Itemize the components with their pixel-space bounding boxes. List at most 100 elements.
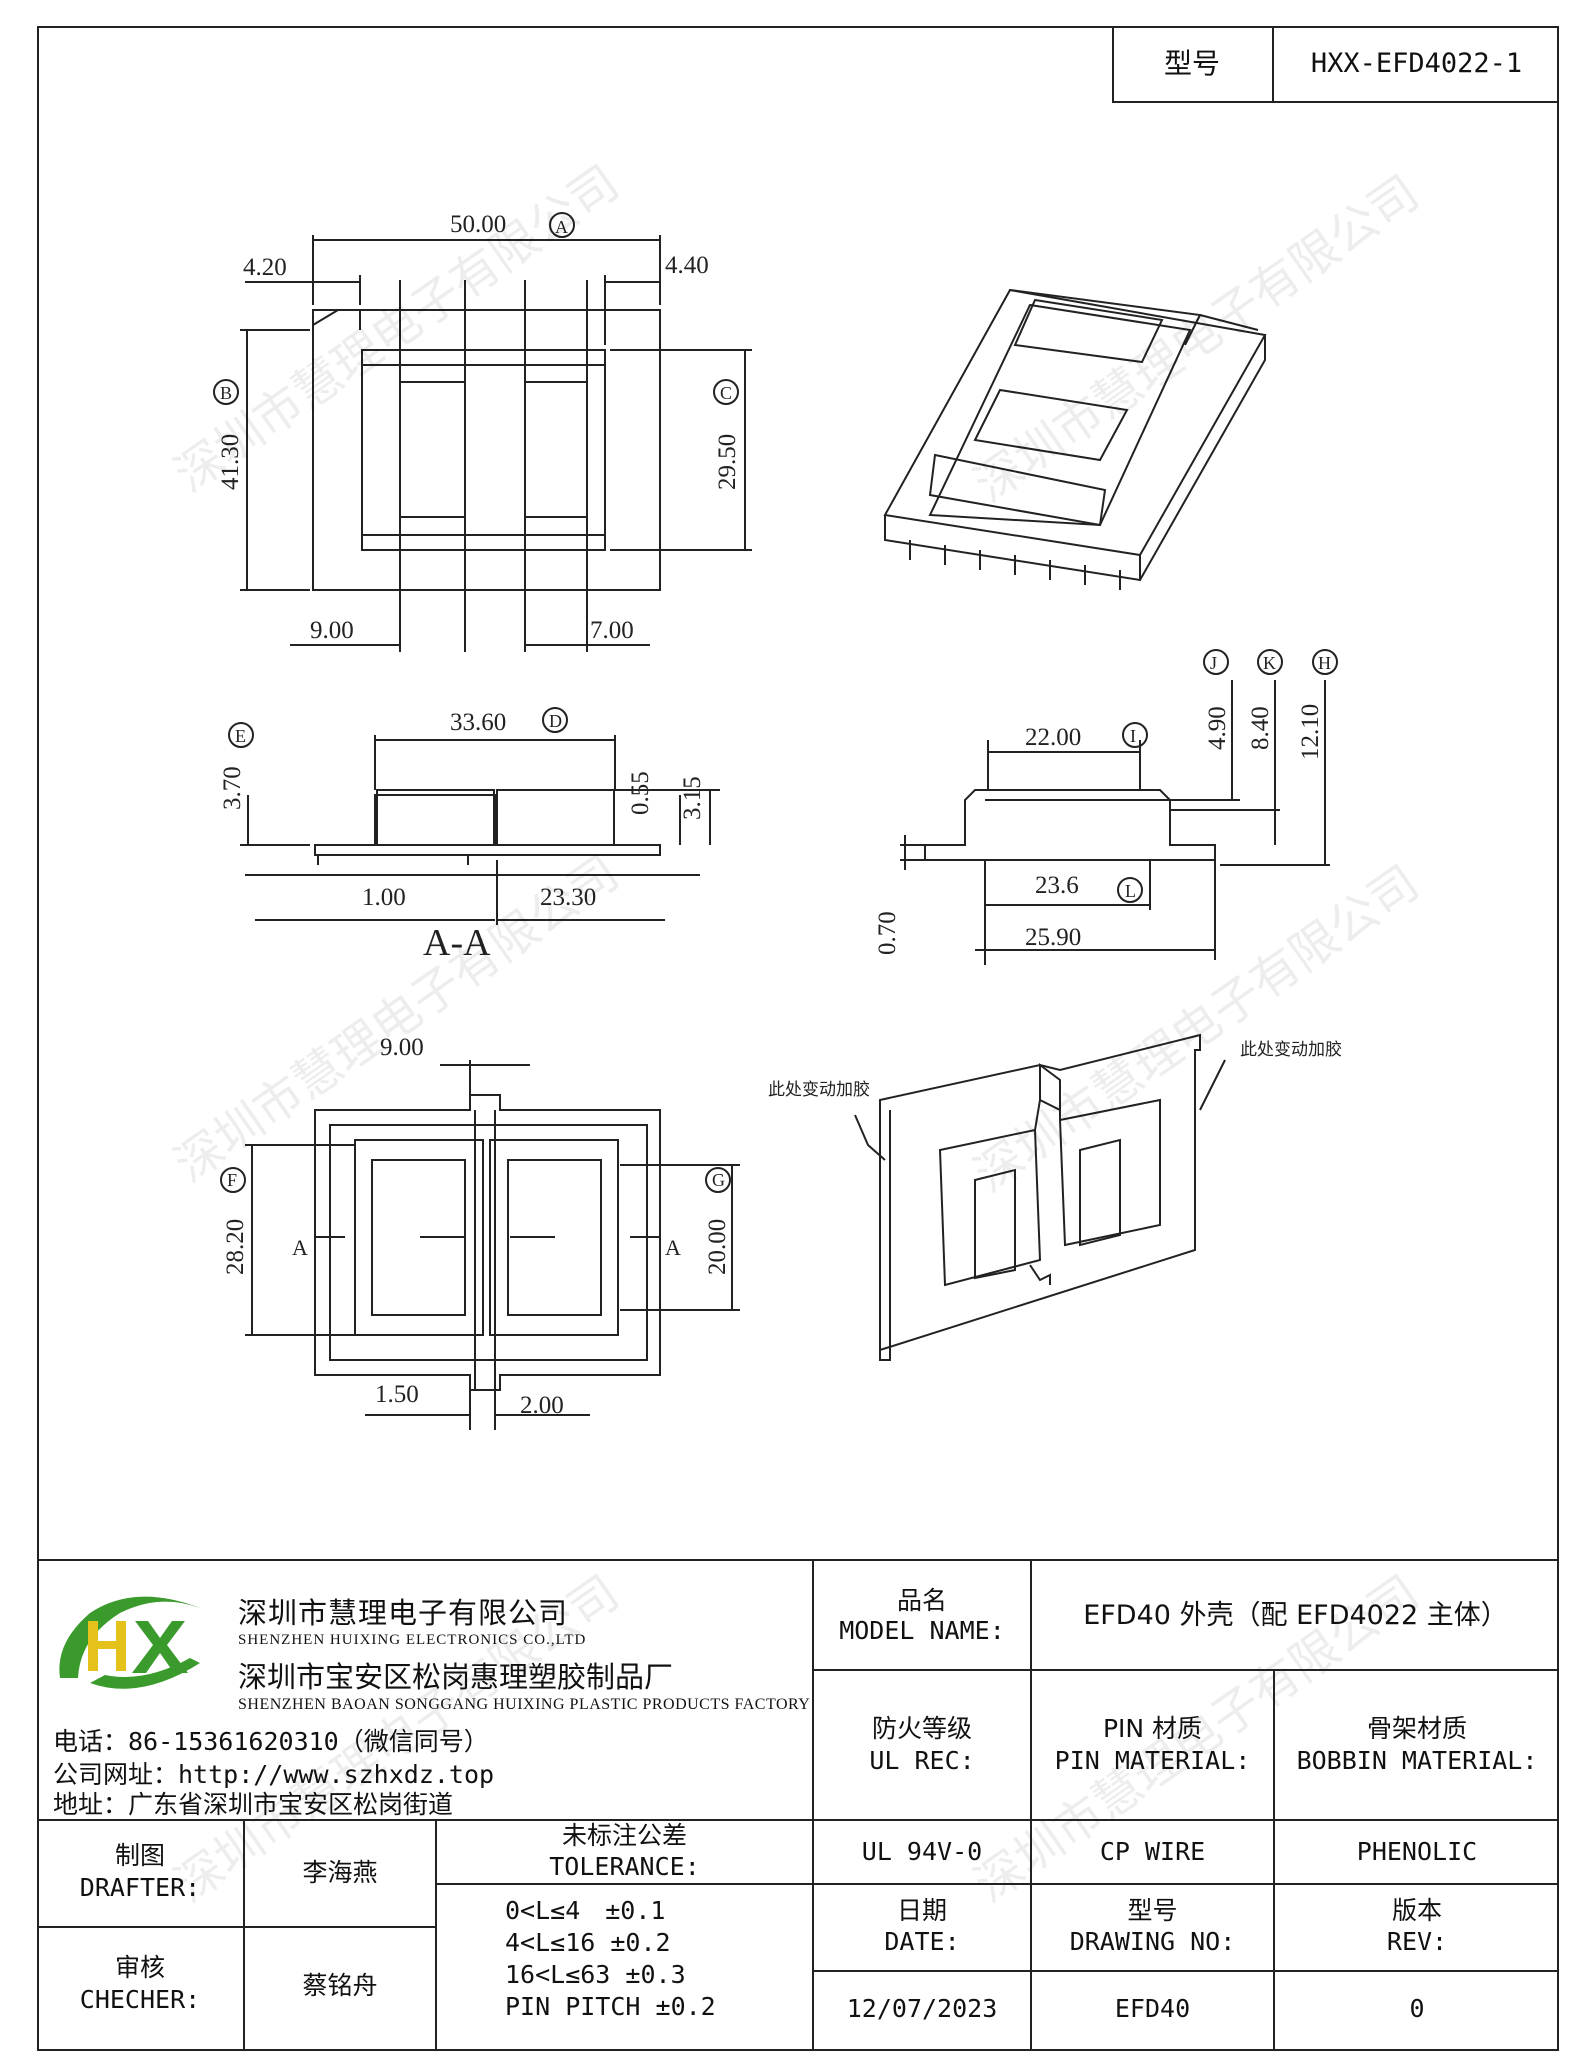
title-block-h6 [812,1970,1559,1972]
side-view [900,649,1338,965]
iso-view-bottom [854,1033,1226,1361]
section-label: A-A [423,922,491,964]
dim-bottom-gap: 9.00 [380,1034,424,1061]
company-name-cn: 深圳市慧理电子有限公司 [238,1596,569,1630]
dim-bottom-inner-height: 20.00 [704,1219,731,1275]
drafter-value: 李海燕 [302,1858,378,1887]
dim-side-base-thick: 0.70 [874,911,901,955]
tolerance-label-cn: 未标注公差 [561,1821,687,1850]
iso-view-top [883,288,1267,590]
drafter-label-en: DRAFTER: [79,1873,201,1902]
dim-bottom-height-ref: F [227,1170,237,1190]
dim-top-right-win: 7.00 [590,617,634,644]
tolerance-line: 0<L≤4 ±0.1 [505,1896,666,1925]
model-header-value: HXX-EFD4022-1 [1310,48,1523,79]
checker-label-en: CHECHER: [79,1985,201,2014]
dim-bottom-slot-left: 1.50 [375,1381,419,1408]
dim-side-j: 4.90 [1204,706,1231,750]
dim-section-width: 33.60 [450,709,506,736]
dim-section-step: 0.55 [627,771,654,815]
dim-side-mid-width: 23.6 [1035,872,1079,899]
date-value: 12/07/2023 [846,1994,998,2023]
note-labels: 此处变动加胶 此处变动加胶 [768,1040,1342,1100]
dim-top-width-ref: A [555,217,568,237]
model-name-label-en: MODEL NAME: [839,1616,1005,1645]
drawing-label-en: DRAWING NO: [1069,1927,1236,1956]
model-header-label: 型号 [1163,47,1220,80]
dim-side-k-ref: K [1263,653,1276,673]
company-website: 公司网址：http://www.szhxdz.top [53,1760,495,1789]
dim-section-base-right: 23.30 [540,884,596,911]
dim-section-height-ref: E [235,726,246,746]
dim-top-inner-height: 29.50 [714,434,741,490]
dim-section-base-left: 1.00 [362,884,406,911]
note-glue-right: 此处变动加胶 [1240,1040,1342,1060]
pin-label-en: PIN MATERIAL: [1054,1746,1251,1775]
title-block-v2 [1273,1669,1275,2051]
engineering-drawing: 50.00 A 4.20 4.40 41.30 B 29.50 C 9.00 7… [213,211,1342,1430]
title-block-h1 [812,1669,1559,1671]
dim-section-step-total: 3.15 [679,776,706,820]
model-name-label-cn: 品名 [896,1586,947,1615]
title-block-v4 [435,1819,437,2051]
ul-label-cn: 防火等级 [871,1714,972,1743]
dim-side-base-width: 25.90 [1025,924,1081,951]
pin-label-cn: PIN 材质 [1102,1714,1203,1743]
dim-top-height-ref: B [220,383,232,403]
checker-value: 蔡铭舟 [302,1971,378,2000]
bobbin-value: PHENOLIC [1356,1837,1478,1866]
dim-top-height: 41.30 [217,434,244,490]
title-block-vdiv [812,1559,814,2051]
drawing-label-cn: 型号 [1127,1896,1178,1925]
company-name-en: SHENZHEN HUIXING ELECTRONICS CO.,LTD [238,1632,587,1648]
dim-bottom-inner-height-ref: G [712,1170,725,1190]
date-label-cn: 日期 [896,1896,947,1925]
bobbin-label-en: BOBBIN MATERIAL: [1296,1746,1538,1775]
ul-label-en: UL REC: [869,1746,975,1775]
dim-bottom-height: 28.20 [222,1219,249,1275]
dim-side-k: 8.40 [1247,706,1274,750]
dim-side-h: 12.10 [1297,704,1324,760]
drawing-value: EFD40 [1114,1994,1191,2023]
factory-name-en: SHENZHEN BAOAN SONGGANG HUIXING PLASTIC … [238,1696,811,1713]
dim-side-top-width: 22.00 [1025,724,1081,751]
factory-name-cn: 深圳市宝安区松岗惠理塑胶制品厂 [238,1660,674,1694]
drafter-label-cn: 制图 [114,1841,165,1870]
section-mark-left: A [292,1235,308,1260]
dimension-labels: 50.00 A 4.20 4.40 41.30 B 29.50 C 9.00 7… [217,211,1331,1419]
dim-top-right: 4.40 [665,252,709,279]
company-phone: 电话：86-15361620310（微信同号） [53,1727,489,1756]
drawing-frame [37,26,1559,2051]
section-view [228,707,720,925]
date-label-en: DATE: [884,1927,960,1956]
company-logo [59,1596,200,1689]
model-name-value: EFD40 外壳（配 EFD4022 主体） [1083,1600,1508,1631]
pin-value: CP WIRE [1099,1837,1206,1866]
dim-top-inner-height-ref: C [720,383,732,403]
title-block-top [37,1559,1559,1561]
dim-bottom-slot-right: 2.00 [520,1392,564,1419]
dim-top-width: 50.00 [450,211,506,238]
dim-section-height: 3.70 [219,766,246,810]
title-block-h4 [37,1926,437,1928]
title-block-h3 [812,1883,1559,1885]
section-mark-right: A [665,1235,681,1260]
tolerance-list: 0<L≤4 ±0.1 4<L≤16 ±0.2 16<L≤63 ±0.3 PIN … [505,1895,716,2023]
dim-section-width-ref: D [549,711,562,731]
dim-side-h-ref: H [1318,653,1331,673]
dim-side-j-ref: J [1210,653,1217,673]
model-header-box [1112,26,1559,103]
bottom-view [220,1060,740,1430]
tolerance-label-en: TOLERANCE: [549,1852,700,1881]
ul-value: UL 94V-0 [861,1837,983,1866]
rev-label-en: REV: [1386,1927,1448,1956]
rev-value: 0 [1409,1994,1425,2023]
model-header-divider [1272,26,1274,103]
tolerance-line: 16<L≤63 ±0.3 [505,1960,686,1989]
note-glue-left: 此处变动加胶 [768,1080,870,1100]
tolerance-line: 4<L≤16 ±0.2 [505,1928,671,1957]
dim-side-mid-ref: L [1125,881,1136,901]
title-block-h2 [37,1819,1559,1821]
dim-top-left-win: 9.00 [310,617,354,644]
company-address: 地址：广东省深圳市宝安区松岗街道 [53,1790,454,1819]
